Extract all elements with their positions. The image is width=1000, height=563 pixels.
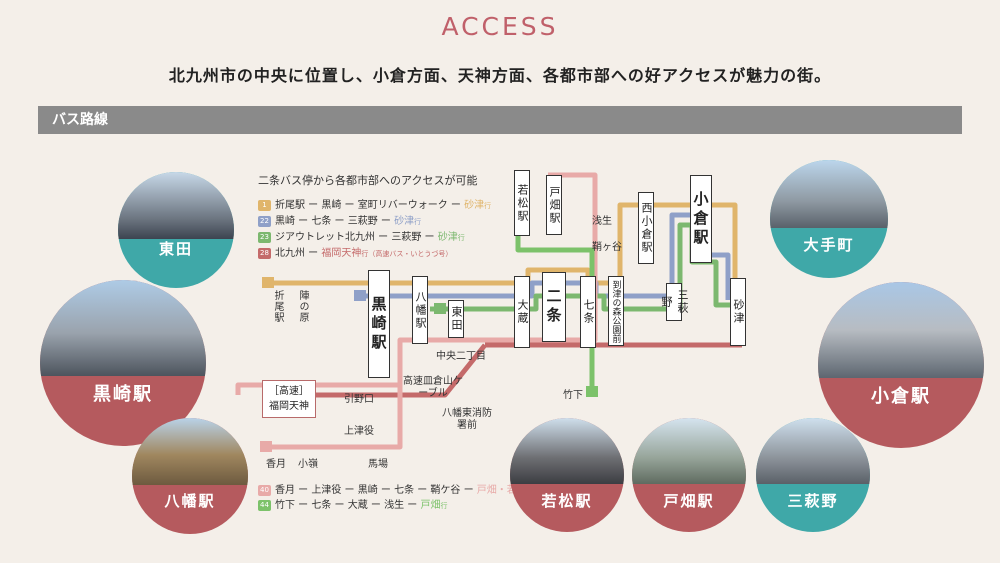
route-text: 北九州 ー — [275, 248, 319, 259]
route-destination: 砂津 — [464, 200, 485, 211]
legend-row: 28 北九州 ー 福岡天神行（高速バス・いとうづ号） — [258, 246, 491, 262]
route-28-connector — [300, 343, 487, 398]
photo-circle-tobata: 戸畑駅 — [632, 418, 746, 532]
station-nishikokura: 西小倉駅 — [638, 192, 654, 264]
stop-bajo: 馬場 — [368, 459, 388, 470]
tobata-photo — [632, 418, 746, 485]
stop-kamikoujaku: 上津役 — [344, 426, 374, 437]
kurosaki-photo — [40, 280, 206, 377]
route-destination: 戸畑・若松 — [476, 485, 527, 496]
route-suffix: 行（高速バス・いとうづ号） — [361, 250, 453, 258]
station-nijo: 二条 — [542, 272, 566, 342]
route-23-line — [430, 222, 735, 312]
tenjin-label: 福岡天神 — [269, 401, 309, 412]
station-shichijo: 七条 — [580, 276, 596, 348]
stop-yahatahigashi: 八幡東消防署前 — [442, 408, 492, 431]
station-okura: 大蔵 — [514, 276, 530, 348]
page-subtitle: 北九州市の中央に位置し、小倉方面、天神方面、各都市部への好アクセスが魅力の街。 — [168, 66, 832, 85]
station-itozu: 到津の森公園前 — [608, 276, 624, 346]
station-kurosaki: 黒崎駅 — [368, 270, 390, 378]
station-wakamatsu: 若松駅 — [514, 170, 530, 236]
photo-circle-higashida: 東田 — [118, 172, 234, 288]
route-destination: 砂津 — [394, 216, 415, 227]
route-suffix: 行 — [484, 202, 492, 210]
stop-jinnohara: 陣の原 — [297, 290, 308, 323]
legend-row: 22 黒崎 ー 七条 ー 三萩野 ー 砂津行 — [258, 214, 491, 230]
route-destination: 砂津 — [437, 232, 458, 243]
route-text: 黒崎 ー 七条 ー 三萩野 ー — [275, 216, 391, 227]
route-text: 竹下 ー 七条 ー 大蔵 ー 浅生 ー — [275, 500, 418, 511]
photo-circle-otemachi: 大手町 — [770, 160, 888, 278]
stop-chuo: 中央二丁目 — [436, 351, 486, 362]
kurosaki-label: 黒崎駅 — [93, 384, 153, 405]
yahata-photo — [132, 418, 248, 486]
route-number-badge: 44 — [258, 499, 271, 511]
route-number-badge: 1 — [258, 199, 271, 211]
route-suffix: 行 — [440, 502, 448, 510]
stop-takeshita: 竹下 — [563, 390, 583, 401]
route-text: 香月 ー 上津役 ー 黒崎 ー 七条 ー 鞘ケ谷 ー — [275, 485, 474, 496]
wakamatsu-label: 若松駅 — [541, 492, 593, 510]
legend-row: 44 竹下 ー 七条 ー 大蔵 ー 浅生 ー 戸畑行 — [258, 498, 534, 513]
legend-row: 1 折尾駅 ー 黒崎 ー 室町リバーウォーク ー 砂津行 — [258, 198, 491, 214]
photo-circle-wakamatsu: 若松駅 — [510, 418, 624, 532]
higashida-photo — [118, 172, 234, 240]
kokura-photo — [818, 282, 984, 379]
stop-hikinokuchi: 引野口 — [344, 394, 374, 405]
express-label: ［高速］ — [269, 386, 309, 397]
route-text: ジアウトレット北九州 ー 三萩野 ー — [275, 232, 435, 243]
diagram-caption: 二条バス停から各都市部へのアクセスが可能 — [258, 174, 478, 187]
photo-circle-kokura: 小倉駅 — [818, 282, 984, 448]
route-chip-1 — [262, 277, 274, 288]
station-yahata: 八幡駅 — [412, 276, 428, 344]
tobata-label: 戸畑駅 — [663, 492, 715, 510]
otemachi-label: 大手町 — [803, 236, 855, 254]
wakamatsu-photo — [510, 418, 624, 485]
route-number-badge: 28 — [258, 247, 271, 259]
route-number-badge: 40 — [258, 484, 271, 496]
station-sunatsu: 砂津 — [730, 278, 746, 346]
route-chip-40 — [260, 441, 272, 452]
station-tobata: 戸畑駅 — [546, 175, 562, 235]
stop-kazuki: 香月 — [266, 459, 286, 470]
route-destination: 戸畑 — [420, 500, 441, 511]
station-mihagino: 三萩野 — [660, 283, 689, 321]
route-suffix: 行 — [457, 234, 465, 242]
route-legend-bottom: 40 香月 ー 上津役 ー 黒崎 ー 七条 ー 鞘ケ谷 ー 戸畑・若松行 44 竹下 … — [258, 483, 534, 513]
route-text: 折尾駅 ー 黒崎 ー 室町リバーウォーク ー — [275, 200, 461, 211]
stop-orio: 折尾駅 — [272, 290, 283, 323]
photo-circle-mihagino: 三萩野 — [756, 418, 870, 532]
station-higashida: 東田 — [448, 300, 464, 338]
otemachi-photo — [770, 160, 888, 229]
route-chip-22 — [354, 290, 366, 301]
higashida-label: 東田 — [158, 240, 193, 258]
legend-row: 23 ジアウトレット北九州 ー 三萩野 ー 砂津行 — [258, 230, 491, 246]
express-tenjin-box: ［高速］ 福岡天神 — [262, 380, 316, 418]
route-number-badge: 22 — [258, 215, 271, 227]
mihagino-label: 三萩野 — [787, 492, 839, 510]
stop-asao: 浅生 — [592, 216, 612, 227]
stop-kosokuyama: 高速皿倉山ケーブル — [403, 376, 463, 399]
route-chip-23 — [434, 303, 446, 314]
section-header: バス路線 — [38, 106, 962, 134]
kokura-label: 小倉駅 — [871, 386, 931, 407]
page-title: ACCESS — [441, 12, 559, 41]
yahata-label: 八幡駅 — [164, 492, 216, 510]
station-kokura: 小倉駅 — [690, 175, 712, 263]
photo-circle-kurosaki: 黒崎駅 — [40, 280, 206, 446]
route-chip-44 — [586, 386, 598, 397]
stop-koyama: 小嶺 — [298, 459, 318, 470]
stop-sayagatani: 鞘ヶ谷 — [592, 242, 622, 253]
route-number-badge: 23 — [258, 231, 271, 243]
route-destination: 福岡天神 — [321, 248, 362, 259]
photo-circle-yahata: 八幡駅 — [132, 418, 248, 534]
route-suffix: 行 — [414, 218, 422, 226]
